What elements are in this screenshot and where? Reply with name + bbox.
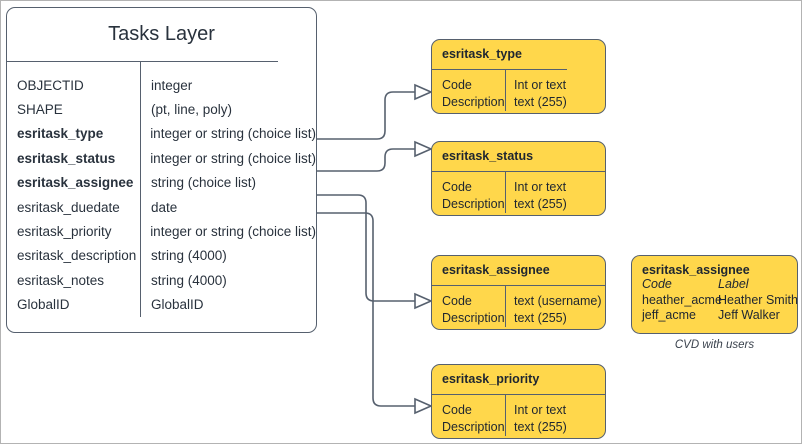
domain-box-title: esritask_assignee [442,263,550,277]
arrowhead-assignee [414,292,433,310]
field-type: integer or string (choice list) [150,150,316,166]
entity-title-divider [7,61,278,62]
domain-box-body: Code Description Int or text text (255) [432,69,605,111]
field-type: integer [151,77,193,93]
cvd-code: jeff_acme [642,308,696,323]
field-type: GlobalID [151,297,204,313]
domain-label: Description [442,419,505,434]
entity-tasks-layer[interactable]: Tasks Layer OBJECTID integer SHAPE (pt, … [6,7,317,333]
domain-box-title: esritask_priority [442,372,540,386]
domain-value: text (username) [514,293,602,308]
field-name: esritask_description [17,248,137,264]
cvd-caption: CVD with users [674,339,755,351]
domain-box-esritask-type[interactable]: esritask_type Code Description Int or te… [431,39,606,114]
field-name: SHAPE [17,102,63,118]
domain-box-esritask-priority[interactable]: esritask_priority Code Description Int o… [431,364,606,439]
table-row[interactable]: GlobalID GlobalID [7,293,316,317]
domain-column-divider [505,285,506,327]
domain-box-title: esritask_type [442,47,522,61]
cvd-code: heather_acme [642,292,722,307]
field-name: OBJECTID [17,77,84,93]
field-type: date [151,199,178,215]
table-row[interactable]: SHAPE (pt, line, poly) [7,97,316,121]
connector-priority [317,212,415,407]
entity-column-divider [140,62,141,317]
field-type: integer or string (choice list) [150,224,316,240]
domain-value: Int or text [514,77,567,92]
domain-box-esritask-assignee[interactable]: esritask_assignee Code Description text … [431,255,606,330]
domain-title-divider [432,284,605,286]
connector-assignee [317,194,415,302]
domain-column-divider [505,69,506,111]
domain-value: text (255) [514,196,567,211]
table-row[interactable]: esritask_status integer or string (choic… [7,146,316,170]
cvd-code: .... [642,323,656,334]
table-row[interactable]: esritask_duedate date [7,195,316,219]
field-type: integer or string (choice list) [150,126,316,142]
table-row[interactable]: OBJECTID integer [7,73,316,97]
field-name: esritask_assignee [17,175,134,191]
domain-value: text (255) [514,94,567,109]
cvd-header-label: Label [718,277,749,292]
list-item[interactable]: heather_acme Heather Smith [642,293,797,309]
list-item[interactable]: .... [642,323,797,334]
domain-value: text (255) [514,419,567,434]
domain-box-body: Code Description text (username) text (2… [432,285,605,327]
field-name: GlobalID [17,297,70,313]
field-name: esritask_priority [17,224,112,240]
domain-box-title: esritask_status [442,149,534,163]
field-name: esritask_type [17,126,104,142]
domain-title-divider [432,68,567,70]
entity-title: Tasks Layer [108,23,215,45]
cvd-header-row: Code Label [642,277,797,293]
domain-column-divider [505,394,506,436]
domain-column-divider [505,171,506,213]
domain-value: text (255) [514,310,567,325]
table-row[interactable]: esritask_description string (4000) [7,244,316,268]
field-type: string (4000) [151,272,227,288]
domain-label: Description [442,196,505,211]
cvd-label: Heather Smith [718,292,798,307]
table-row[interactable]: esritask_assignee string (choice list) [7,171,316,195]
entity-field-list: OBJECTID integer SHAPE (pt, line, poly) … [7,62,316,317]
domain-value: Int or text [514,179,567,194]
field-name: esritask_duedate [17,199,120,215]
field-name: esritask_notes [17,272,105,288]
arrowhead-status [414,140,433,158]
field-type: string (choice list) [151,175,257,191]
field-type: (pt, line, poly) [151,102,233,118]
domain-box-body: Code Description Int or text text (255) [432,171,605,213]
cvd-list: Code Label heather_acme Heather Smith je… [632,277,797,334]
list-item[interactable]: jeff_acme Jeff Walker [642,308,797,324]
domain-title-divider [432,170,605,172]
domain-box-body: Code Description Int or text text (255) [432,394,605,436]
domain-box-esritask-status[interactable]: esritask_status Code Description Int or … [431,141,606,216]
connector-type [317,91,415,140]
cvd-label: Jeff Walker [718,308,780,323]
arrowhead-type [414,83,433,101]
field-type: string (4000) [151,248,227,264]
domain-label: Code [442,179,472,194]
domain-label: Description [442,310,505,325]
domain-value: Int or text [514,402,567,417]
table-row[interactable]: esritask_notes string (4000) [7,268,316,292]
domain-label: Description [442,94,505,109]
field-name: esritask_status [17,150,116,166]
domain-title-divider [432,393,605,395]
arrowhead-priority [414,397,433,415]
cvd-header-code: Code [642,277,672,292]
cvd-box-esritask-assignee[interactable]: esritask_assignee Code Label heather_acm… [631,255,798,334]
cvd-title: esritask_assignee [642,263,750,277]
domain-label: Code [442,293,472,308]
table-row[interactable]: esritask_priority integer or string (cho… [7,219,316,243]
domain-label: Code [442,402,472,417]
connector-status [317,148,415,172]
domain-label: Code [442,77,472,92]
table-row[interactable]: esritask_type integer or string (choice … [7,122,316,146]
